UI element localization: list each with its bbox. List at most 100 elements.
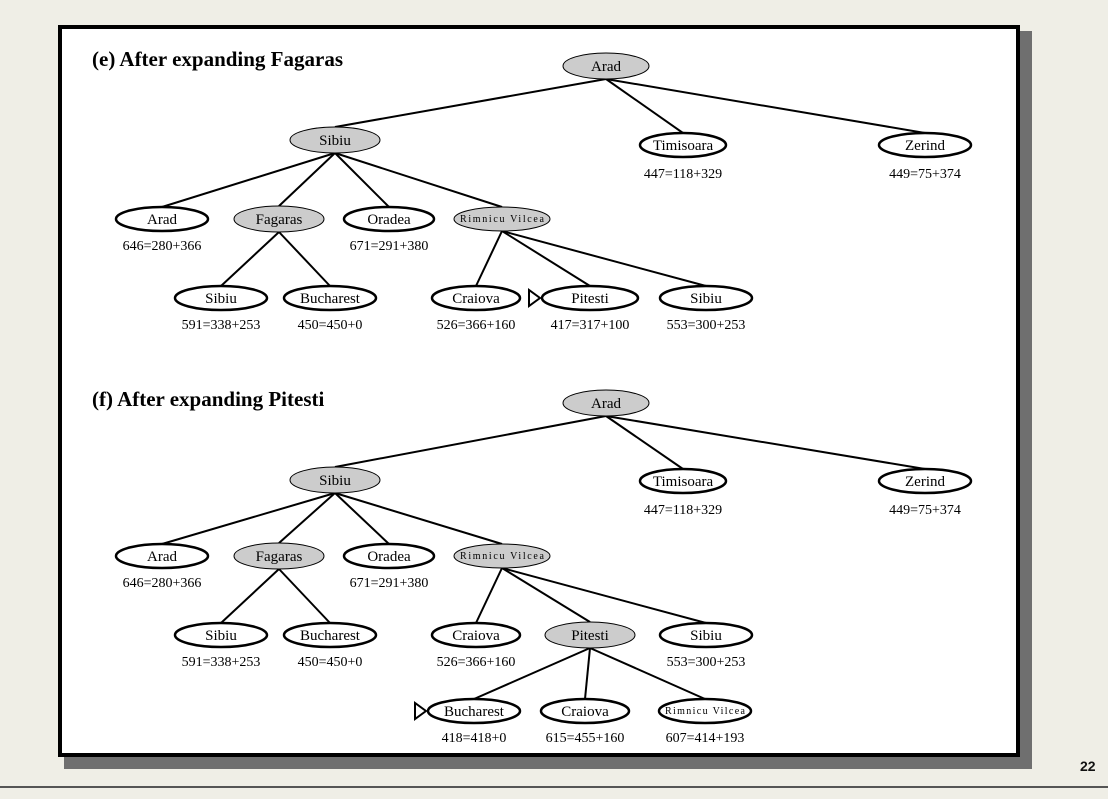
node-label: Arad	[591, 59, 621, 75]
node-label: Arad	[147, 549, 177, 565]
page-number: 22	[1080, 758, 1096, 774]
node-ellipse	[289, 126, 381, 154]
node-label: Zerind	[905, 138, 945, 154]
node-f-value: 646=280+366	[123, 576, 202, 591]
tree-node-fagaras: Fagaras	[233, 205, 325, 233]
tree-node-sibiu: Sibiu	[289, 126, 381, 154]
next-expansion-marker-icon	[414, 701, 428, 721]
node-f-value: 418=418+0	[442, 731, 507, 746]
tree-edge	[501, 567, 591, 623]
node-label: Sibiu	[205, 291, 237, 307]
tree-node-pitesti: Pitesti	[544, 621, 636, 649]
tree-edge	[161, 152, 336, 208]
tree-node-arad2: Arad 646=280+366	[114, 542, 210, 591]
tree-edge	[334, 492, 390, 545]
tree-edge	[334, 492, 503, 545]
tree-edge	[605, 415, 926, 470]
tree-edge	[220, 231, 280, 287]
node-label: Timisoara	[653, 138, 714, 154]
node-label: Rimnicu Vilcea	[460, 214, 545, 225]
tree-edge	[334, 152, 503, 208]
node-ellipse	[539, 697, 631, 725]
node-label: Oradea	[367, 212, 411, 228]
node-ellipse	[453, 206, 551, 232]
tree-node-arad: Arad	[562, 52, 650, 80]
node-ellipse	[544, 621, 636, 649]
node-ellipse	[173, 621, 269, 649]
tree-edge	[589, 647, 706, 700]
tree-node-sibiu2: Sibiu 591=338+253	[173, 284, 269, 333]
node-ellipse	[282, 621, 378, 649]
bottom-rule	[0, 786, 1108, 788]
node-label: Craiova	[452, 291, 500, 307]
node-f-value: 417=317+100	[551, 318, 630, 333]
node-label: Rimnicu Vilcea	[665, 706, 746, 717]
node-ellipse	[562, 389, 650, 417]
node-ellipse	[114, 542, 210, 570]
node-ellipse	[342, 542, 436, 570]
node-f-value: 449=75+374	[889, 167, 961, 182]
node-label: Rimnicu Vilcea	[460, 551, 545, 562]
node-ellipse	[638, 467, 728, 495]
node-label: Craiova	[452, 628, 500, 644]
node-f-value: 591=338+253	[182, 655, 261, 670]
node-ellipse	[430, 621, 522, 649]
node-ellipse	[342, 205, 436, 233]
tree-node-pitesti: Pitesti 417=317+100	[528, 284, 640, 333]
node-f-value: 447=118+329	[644, 503, 722, 518]
node-label: Oradea	[367, 549, 411, 565]
node-ellipse	[658, 621, 754, 649]
tree-edge	[161, 492, 336, 545]
tree-edge	[475, 567, 503, 624]
tree-edge	[501, 230, 591, 287]
tree-edge	[605, 78, 926, 134]
node-f-value: 591=338+253	[182, 318, 261, 333]
tree-edge	[278, 568, 331, 624]
tree-edge	[473, 647, 591, 700]
node-label: Sibiu	[319, 473, 351, 489]
tree-edge	[501, 230, 707, 287]
node-ellipse	[173, 284, 269, 312]
tree-node-bucharest: Bucharest 450=450+0	[282, 284, 378, 333]
node-f-value: 449=75+374	[889, 503, 961, 518]
node-f-value: 615=455+160	[546, 731, 625, 746]
node-label: Arad	[591, 396, 621, 412]
next-expansion-marker-icon	[528, 288, 542, 308]
tree-edge	[605, 415, 684, 470]
node-label: Pitesti	[571, 628, 609, 644]
node-label: Sibiu	[690, 628, 722, 644]
tree-node-sibiu: Sibiu	[289, 466, 381, 494]
node-ellipse	[233, 542, 325, 570]
node-label: Craiova	[561, 704, 609, 720]
node-label: Pitesti	[571, 291, 609, 307]
node-f-value: 450=450+0	[298, 318, 363, 333]
node-label: Sibiu	[319, 133, 351, 149]
node-label: Sibiu	[690, 291, 722, 307]
node-f-value: 607=414+193	[666, 731, 745, 746]
node-label: Arad	[147, 212, 177, 228]
node-label: Timisoara	[653, 474, 714, 490]
tree-node-craiova2: Craiova 615=455+160	[539, 697, 631, 746]
node-ellipse	[282, 284, 378, 312]
tree-edge	[278, 231, 331, 287]
node-label: Bucharest	[300, 291, 361, 307]
node-ellipse	[430, 284, 522, 312]
panel-f-title: (f) After expanding Pitesti	[92, 387, 324, 411]
tree-edge	[278, 492, 336, 544]
node-ellipse	[877, 467, 973, 495]
node-label: Fagaras	[256, 549, 303, 565]
node-label: Fagaras	[256, 212, 303, 228]
